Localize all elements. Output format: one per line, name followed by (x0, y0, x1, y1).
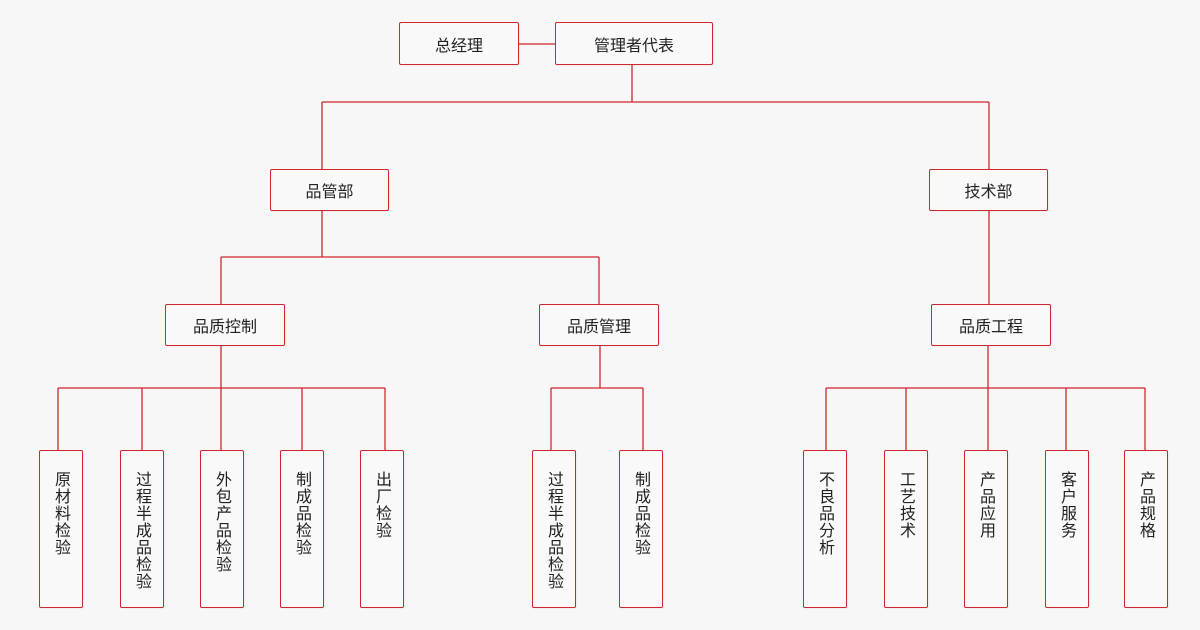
node-label: 产品应用 (977, 471, 996, 539)
node-label: 产品规格 (1137, 471, 1156, 539)
node-label: 客户服务 (1058, 471, 1077, 539)
node-in-process-inspection: 过程半成品检验 (120, 450, 164, 608)
node-product-application: 产品应用 (964, 450, 1008, 608)
node-in-process-inspection-qm: 过程半成品检验 (532, 450, 576, 608)
node-technology-department: 技术部 (929, 169, 1048, 211)
node-label: 品质工程 (958, 317, 1023, 336)
node-label: 管理者代表 (593, 35, 674, 55)
node-management-representative: 管理者代表 (555, 22, 713, 65)
node-label: 品质管理 (566, 317, 631, 336)
node-quality-department: 品管部 (270, 169, 389, 211)
node-label: 总经理 (434, 35, 483, 55)
node-label: 过程半成品检验 (133, 471, 152, 590)
node-customer-service: 客户服务 (1045, 450, 1089, 608)
node-label: 外包产品检验 (213, 471, 232, 573)
node-label: 出厂检验 (373, 471, 392, 539)
node-defect-analysis: 不良品分析 (803, 450, 847, 608)
node-label: 不良品分析 (816, 471, 835, 556)
node-label: 品质控制 (192, 317, 257, 336)
node-label: 品管部 (305, 182, 354, 201)
node-quality-engineering: 品质工程 (931, 304, 1051, 346)
node-label: 制成品检验 (293, 471, 312, 556)
node-finished-product-inspection: 制成品检验 (280, 450, 324, 608)
node-product-specification: 产品规格 (1124, 450, 1168, 608)
node-label: 原材料检验 (52, 471, 71, 556)
node-process-technology: 工艺技术 (884, 450, 928, 608)
node-outgoing-inspection: 出厂检验 (360, 450, 404, 608)
node-label: 过程半成品检验 (545, 471, 564, 590)
node-quality-management: 品质管理 (539, 304, 659, 346)
node-label: 技术部 (964, 182, 1013, 201)
node-finished-product-inspection-qm: 制成品检验 (619, 450, 663, 608)
node-raw-material-inspection: 原材料检验 (39, 450, 83, 608)
node-label: 制成品检验 (632, 471, 651, 556)
node-quality-control: 品质控制 (165, 304, 285, 346)
node-label: 工艺技术 (897, 471, 916, 539)
node-general-manager: 总经理 (399, 22, 519, 65)
node-outsourced-product-inspection: 外包产品检验 (200, 450, 244, 608)
